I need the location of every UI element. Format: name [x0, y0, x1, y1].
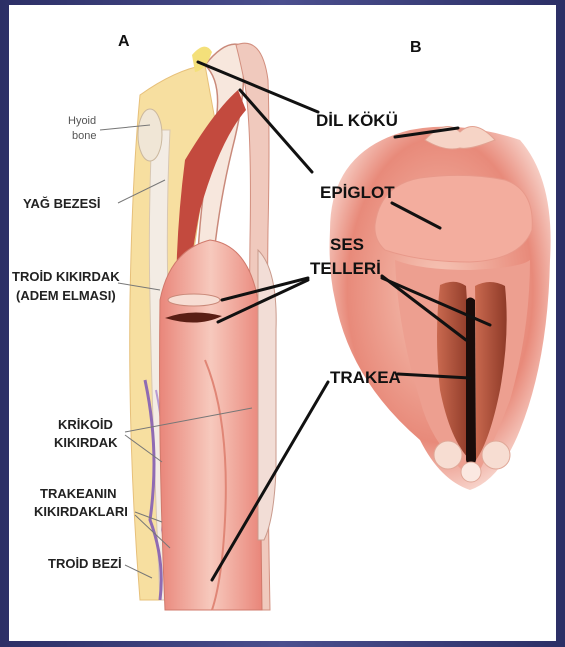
label-hyoid-line1: Hyoid: [68, 115, 96, 127]
panel-b-illustration: [330, 127, 551, 490]
label-troid-kikirdak-line2: (ADEM ELMASI): [16, 288, 116, 303]
ventricular-fold: [168, 294, 220, 306]
epiglottis: [375, 175, 532, 262]
label-troid-bezi: TROİD BEZİ: [48, 556, 122, 571]
label-dil-koku: DİL KÖKÜ: [316, 111, 398, 130]
label-troid-kikirdak-line1: TROİD KIKIRDAK: [12, 269, 120, 284]
label-trakeanin-line1: TRAKEANIN: [40, 486, 117, 501]
glottis-gap: [466, 298, 476, 470]
panel-a-illustration: [130, 43, 276, 610]
arytenoid-right: [482, 441, 510, 469]
label-ses-line1: SES: [330, 235, 364, 254]
arytenoid-left: [434, 441, 462, 469]
panel-b-label: B: [410, 39, 422, 56]
label-krikoid-line1: KRİKOİD: [58, 417, 113, 432]
panel-a-label: A: [118, 33, 130, 50]
corniculate: [461, 462, 481, 482]
label-trakeanin-line2: KIKIRDAKLARI: [34, 504, 128, 519]
label-hyoid-line2: bone: [72, 130, 96, 142]
label-ses-line2: TELLERİ: [310, 259, 381, 278]
label-krikoid-line2: KIKIRDAK: [54, 435, 118, 450]
hyoid-bone: [138, 109, 162, 161]
label-trakea: TRAKEA: [330, 368, 401, 387]
label-epiglot: EPİGLOT: [320, 183, 395, 202]
label-yag-bezesi: YAĞ BEZESİ: [23, 196, 101, 211]
